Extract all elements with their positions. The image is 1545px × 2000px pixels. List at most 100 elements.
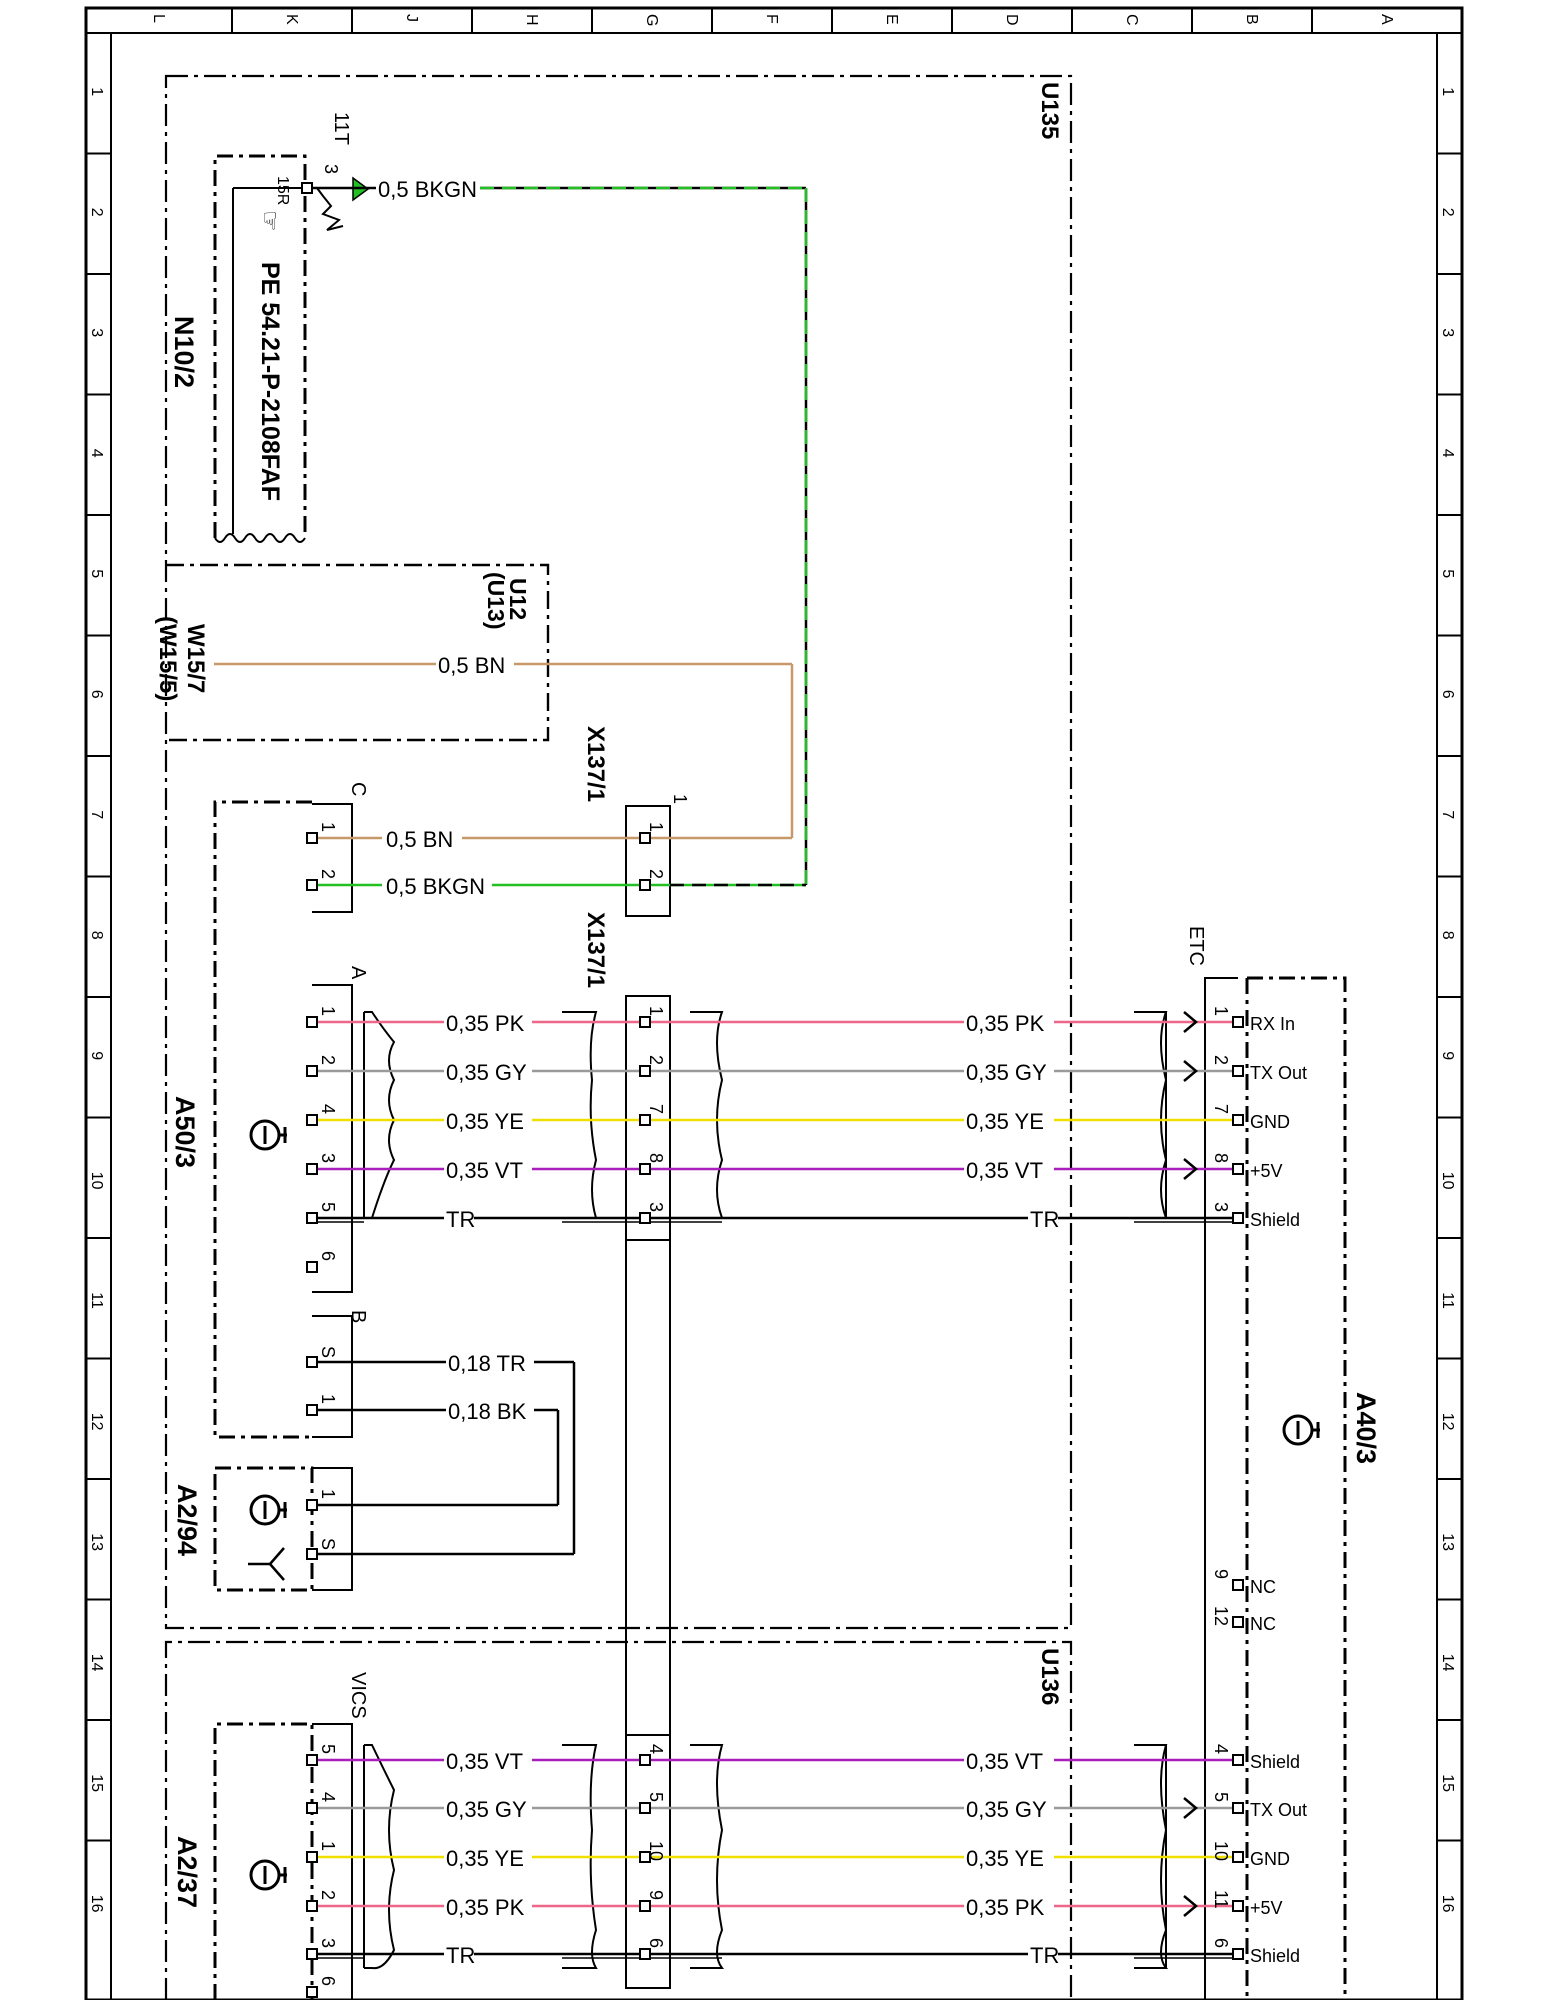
pin-number: 3 (318, 1153, 338, 1163)
ruler-row-label-left: 2 (88, 208, 105, 217)
ruler-row-label-left: 13 (88, 1533, 105, 1551)
u136-label: U136 (1036, 1648, 1063, 1705)
ruler-row-label-left: 11 (88, 1292, 105, 1309)
wire-label-bg (444, 1940, 474, 1968)
pin-number: 9 (646, 1890, 666, 1900)
twisted-pair-brackets-vics (363, 1744, 1169, 1970)
ruler-row-label-right: 7 (1439, 810, 1456, 819)
a2-94-boundary (213, 1466, 314, 1592)
x137-bottom-shell (625, 1734, 671, 1989)
pin-contact (306, 1356, 318, 1368)
pin-contact (1232, 1851, 1244, 1863)
pin-contact (306, 832, 318, 844)
pin-contact (1232, 1163, 1244, 1175)
connector-a-label: A (347, 966, 369, 980)
pin-number: 4 (318, 1792, 338, 1802)
wire-label: 0,35 YE (446, 1109, 524, 1134)
ruler-row-label-left: 5 (88, 569, 105, 578)
wire-label-n10-bkgn: 0,5 BKGN (378, 177, 477, 202)
pin-contact (1232, 1754, 1244, 1766)
a2-37-label: A2/37 (172, 1836, 202, 1908)
pin-number: 1 (646, 1006, 666, 1016)
a40-3-control-unit-icon (1282, 1414, 1320, 1446)
wire-label-bg (444, 1843, 532, 1871)
ruler-column-label: E (883, 14, 900, 25)
wire-label-bg (444, 1155, 532, 1183)
pin-contact (306, 879, 318, 891)
ruler-row-label-left: 7 (88, 810, 105, 819)
pin-contact (1232, 1016, 1244, 1028)
wire-label: 0,35 YE (966, 1846, 1044, 1871)
pin-contact (1232, 1065, 1244, 1077)
pin-number: 4 (318, 1104, 338, 1114)
ruler-column-label: D (1003, 14, 1020, 26)
ruler-row-label-left: 14 (88, 1654, 105, 1672)
pin-number: 1 (318, 1489, 338, 1499)
wire-label: 0,35 GY (966, 1797, 1047, 1822)
signal-label: TX Out (1250, 1063, 1307, 1083)
pin-number: 1 (318, 1006, 338, 1016)
ruler-row-label-right: 10 (1439, 1172, 1456, 1190)
etc-connector-label: ETC (1185, 926, 1207, 966)
a2-37-control-unit-icon (249, 1859, 287, 1891)
u135-label: U135 (1036, 82, 1063, 139)
pin-contact (639, 1948, 651, 1960)
ruler-row-label-right: 16 (1439, 1895, 1456, 1913)
wire-label: 0,35 PK (966, 1011, 1045, 1036)
wire-label-bg (444, 1106, 532, 1134)
wire-label: TR (1030, 1207, 1059, 1232)
pin-number: 10 (646, 1841, 666, 1861)
pin-contact (306, 1900, 318, 1912)
pin-number: 11 (1211, 1890, 1231, 1909)
pin-contact (306, 1948, 318, 1960)
pin-number: 5 (318, 1202, 338, 1212)
ruler-column-label: A (1378, 14, 1395, 25)
signal-label: NC (1250, 1577, 1276, 1597)
wire-label-bg (446, 1396, 534, 1424)
pin-number: 2 (1211, 1055, 1231, 1065)
ruler-column-label: C (1123, 14, 1140, 26)
pin-contact (639, 1754, 651, 1766)
wire-label-bg (444, 1008, 532, 1036)
wire-label-bg (964, 1794, 1054, 1822)
camera-ref-icon: ☞ (256, 210, 283, 232)
pin-contact (306, 1754, 318, 1766)
ruler-row-label-left: 12 (88, 1413, 105, 1431)
wire-label-w15-bn: 0,5 BN (438, 653, 505, 678)
wire-label-bg (382, 871, 492, 899)
pin-contact (639, 1065, 651, 1077)
pin-number: 2 (318, 1055, 338, 1065)
a50-3-boundary (213, 800, 312, 1439)
wire-label-bg (446, 1348, 534, 1376)
pin-contact (1232, 1948, 1244, 1960)
ruler-row-label-right: 9 (1439, 1051, 1456, 1060)
signal-label: NC (1250, 1614, 1276, 1634)
pin-contact (306, 1261, 318, 1273)
ruler-row-label-right: 3 (1439, 328, 1456, 337)
pin-contact (306, 1163, 318, 1175)
ruler-row-label-left: 16 (88, 1895, 105, 1913)
wire-label-bg (376, 174, 480, 202)
pin-number: 1 (646, 822, 666, 832)
a2-37-boundary (213, 1722, 314, 2000)
wire-label-c2-bkgn: 0,5 BKGN (386, 874, 485, 899)
wire-label-bg (964, 1746, 1054, 1774)
signal-label: RX In (1250, 1014, 1295, 1034)
wire-label-bg (964, 1057, 1054, 1085)
x137-top-label: X137/1 (582, 726, 609, 802)
ruler-column-label: H (523, 14, 540, 26)
ruler-row-label-left: 3 (88, 328, 105, 337)
ruler-row-label-left: 10 (88, 1172, 105, 1190)
pin-number: 6 (646, 1938, 666, 1948)
ruler-row-label-left: 15 (88, 1774, 105, 1792)
pin-number: 12 (1211, 1606, 1231, 1626)
connector-c-label: C (347, 782, 369, 796)
pin-number: 4 (646, 1744, 666, 1754)
arrow-icon (1183, 1797, 1198, 1819)
pin-number: 2 (646, 1055, 666, 1065)
frame-ruler (86, 8, 1462, 1842)
pin-contact (1232, 1579, 1244, 1591)
wire-label-b-tr: 0,18 TR (448, 1351, 526, 1376)
signal-label: Shield (1250, 1752, 1300, 1772)
